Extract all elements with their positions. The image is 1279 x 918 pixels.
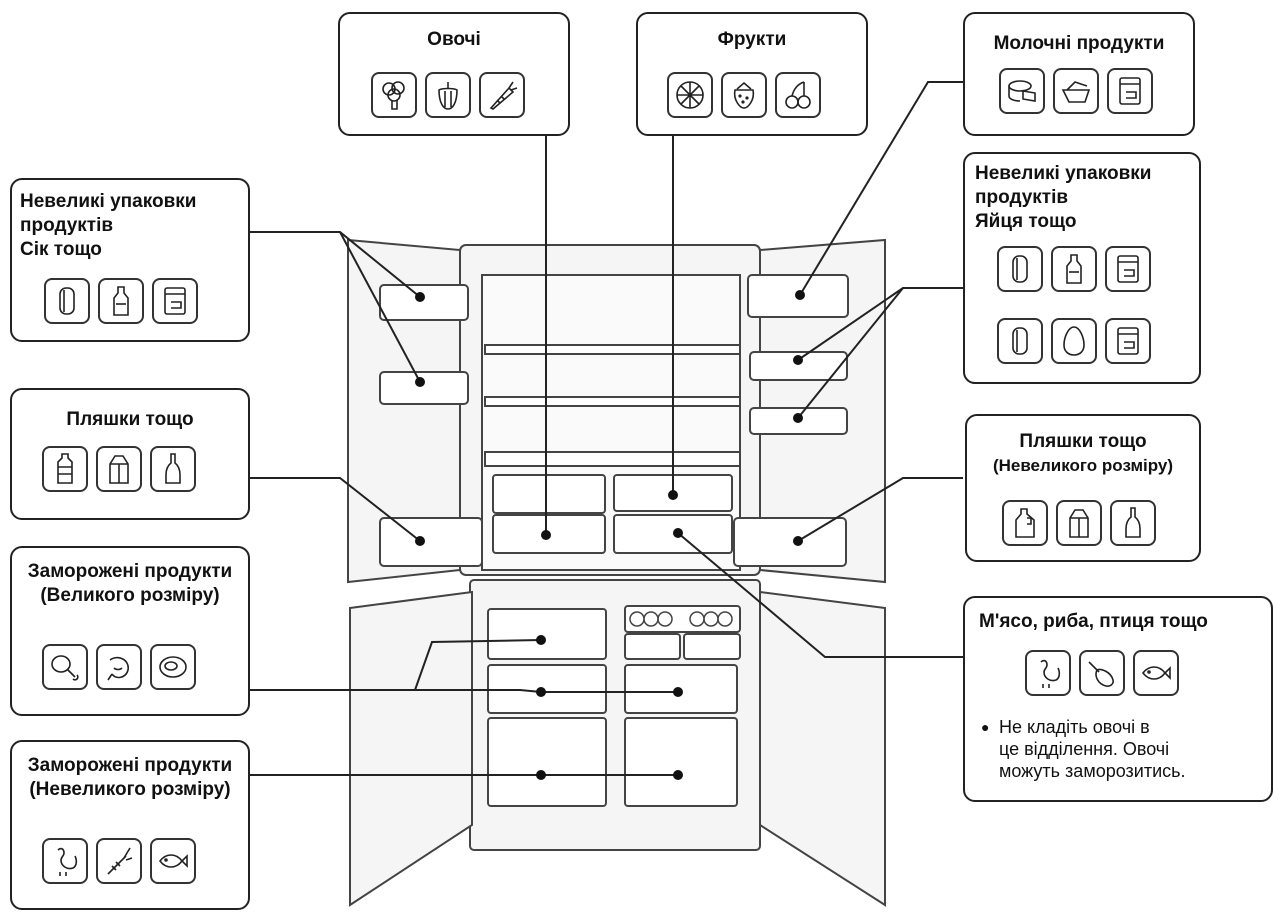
ice-tray-area	[624, 605, 741, 633]
frozen-small-icons	[42, 838, 196, 884]
bottle-icon	[1051, 246, 1097, 292]
vegetables-box: Овочі	[338, 12, 570, 136]
milk-carton-icon	[96, 446, 142, 492]
shelf-top	[484, 344, 741, 355]
wine-bottle-icon	[1110, 500, 1156, 546]
gallon-jug-icon	[1002, 500, 1048, 546]
pepper-icon	[425, 72, 471, 118]
strawberry-icon	[721, 72, 767, 118]
lobster-icon	[96, 838, 142, 884]
can-icon	[44, 278, 90, 324]
small-packs-juice-box: Невеликі упаковки продуктів Сік тощо	[10, 178, 250, 342]
freezer-drawer-1	[487, 608, 607, 660]
left-door-bin-2	[379, 371, 469, 405]
bottles-right-box: Пляшки тощо (Невеликого розміру)	[965, 414, 1201, 562]
steak-icon	[150, 644, 196, 690]
rooster-icon	[1025, 650, 1071, 696]
plastic-bottle-icon	[42, 446, 88, 492]
vegetables-title: Овочі	[427, 29, 481, 50]
ham-icon	[1079, 650, 1125, 696]
dairy-title: Молочні продукти	[993, 33, 1165, 54]
left-lower-door	[349, 590, 473, 907]
shrimp-icon	[96, 644, 142, 690]
carrot-icon	[479, 72, 525, 118]
can-icon	[997, 318, 1043, 364]
right-lower-door	[759, 590, 886, 907]
fish-icon	[150, 838, 196, 884]
right-door-bin-2	[749, 351, 848, 381]
bottles-left-icons	[42, 446, 196, 492]
bottles-right-subtitle: (Невеликого розміру)	[992, 456, 1174, 475]
cherry-icon	[775, 72, 821, 118]
jar-icon	[1107, 68, 1153, 114]
frozen-small-title: Заморожені продукти (Невеликого розміру)	[27, 755, 233, 800]
left-upper-door	[347, 238, 461, 584]
small-packs-eggs-title: Невеликі упаковки продуктів Яйця тощо	[975, 163, 1152, 232]
ice-box-right	[683, 633, 741, 660]
fruits-title: Фрукти	[717, 29, 787, 50]
dairy-box: Молочні продукти	[963, 12, 1195, 136]
small-packs-eggs-box: Невеликі упаковки продуктів Яйця тощо	[963, 152, 1201, 384]
can-icon	[997, 246, 1043, 292]
bottle-icon	[98, 278, 144, 324]
jar-icon	[152, 278, 198, 324]
meat-icons	[1025, 650, 1179, 696]
small-packs-juice-icons	[44, 278, 198, 324]
chill-drawer	[613, 514, 733, 554]
fruits-icons	[667, 72, 821, 118]
meat-title: М'ясо, риба, птиця тощо	[979, 611, 1208, 632]
freezer-drawer-5	[624, 717, 738, 807]
shelf-bottom	[484, 451, 741, 467]
cheese-icon	[999, 68, 1045, 114]
meat-box: М'ясо, риба, птиця тощо ● Не кладіть ово…	[963, 596, 1273, 802]
fish-icon	[1133, 650, 1179, 696]
jar-icon	[1105, 246, 1151, 292]
frozen-small-box: Заморожені продукти (Невеликого розміру)	[10, 740, 250, 910]
ice-box-left	[624, 633, 681, 660]
small-packs-eggs-icons-row1	[997, 246, 1151, 292]
jar-icon	[1105, 318, 1151, 364]
bottles-left-box: Пляшки тощо	[10, 388, 250, 520]
lemon-slice-icon	[667, 72, 713, 118]
fruits-box: Фрукти	[636, 12, 868, 136]
frozen-large-title: Заморожені продукти (Великого розміру)	[27, 561, 233, 606]
bottles-right-icons	[1002, 500, 1156, 546]
milk-carton-icon	[1056, 500, 1102, 546]
chicken-leg-icon	[42, 644, 88, 690]
small-packs-eggs-icons-row2	[997, 318, 1151, 364]
bottles-left-title: Пляшки тощо	[66, 409, 194, 430]
left-door-bin-3	[379, 517, 483, 567]
vegetable-drawer-top	[492, 474, 606, 514]
frozen-large-icons	[42, 644, 196, 690]
meat-note: ● Не кладіть овочі в це відділення. Овоч…	[981, 717, 1186, 781]
frozen-large-box: Заморожені продукти (Великого розміру)	[10, 546, 250, 716]
wine-bottle-icon	[150, 446, 196, 492]
bullet-icon: ●	[981, 719, 990, 735]
vegetables-icons	[371, 72, 525, 118]
dairy-icons	[999, 68, 1153, 114]
bottles-right-title: Пляшки тощо	[1019, 431, 1147, 452]
right-door-bin-4	[733, 517, 847, 567]
shelf-middle	[484, 396, 741, 407]
small-packs-juice-title: Невеликі упаковки продуктів Сік тощо	[20, 191, 197, 260]
freezer-drawer-4	[487, 717, 607, 807]
left-door-bin-1	[379, 284, 469, 321]
butter-icon	[1053, 68, 1099, 114]
egg-icon	[1051, 318, 1097, 364]
broccoli-icon	[371, 72, 417, 118]
rooster-icon	[42, 838, 88, 884]
